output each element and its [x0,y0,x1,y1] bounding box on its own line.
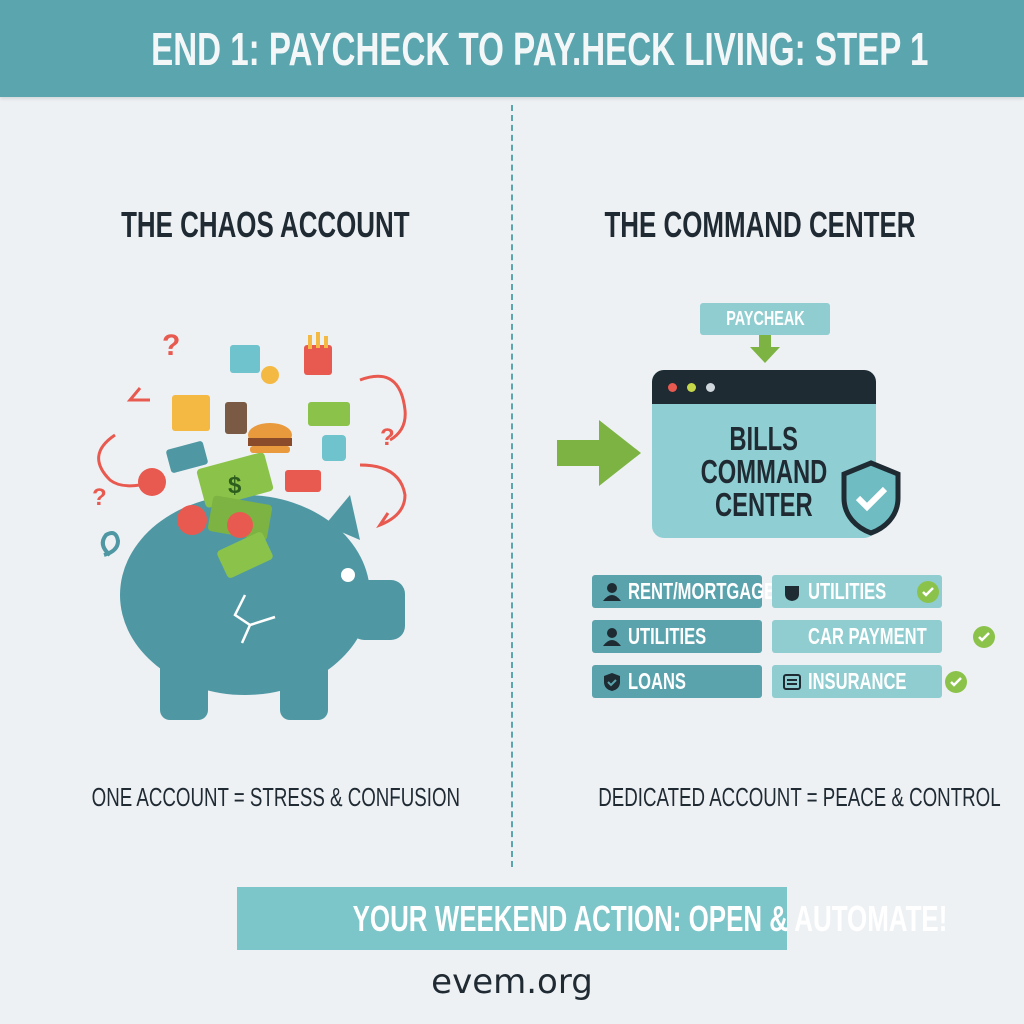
command-caption: DEDICATED ACCOUNT = PEACE & CONTROL [598,782,1001,812]
shield-check-icon [841,460,901,536]
weekend-action-banner: YOUR WEEKEND ACTION: OPEN & AUTOMATE! [237,887,947,950]
chaos-account-heading: THE CHAOS ACCOUNT [120,204,410,245]
chaos-piggy-bank-illustration: $ ? ? ? [92,329,407,720]
window-minimize-dot [687,383,696,392]
bill-row-utilities-checked: UTILITIES [772,575,942,608]
piggy-bank-icon [100,495,405,720]
bill-row-loans: LOANS [592,665,762,698]
window-titlebar [652,370,876,404]
paycheck-label-box: PAYCHEAK [700,303,830,335]
site-url: evem.org [431,962,593,1002]
bill-row-utilities: UTILITIES [592,620,762,653]
document-icon [783,673,801,690]
credit-card-icon [166,441,321,492]
question-mark-icon: ? ? ? [92,329,395,511]
person-headset-icon [603,627,621,646]
check-icon [916,580,939,603]
check-icon [944,670,967,693]
fries-icon [304,332,332,375]
bill-row-rent-mortgage: RENT/MORTGAGE [592,575,775,608]
svg-text:?: ? [92,484,107,511]
coin-icon [138,366,346,538]
window-title: BILLS COMMAND CENTER [700,420,828,523]
burger-icon [248,423,292,453]
command-center-heading: THE COMMAND CENTER [604,204,916,245]
shield-check-icon [604,672,620,691]
bill-row-car-payment: CAR PAYMENT [772,620,995,653]
down-arrow-icon [750,335,780,363]
svg-text:$: $ [228,472,242,499]
badge-icon [785,585,799,601]
bills-command-center-window: BILLS COMMAND CENTER [652,370,876,538]
page-title: END 1: PAYCHECK TO PAY.HECK LIVING: STEP… [151,23,929,75]
bill-row-insurance: INSURANCE [772,665,967,698]
svg-text:?: ? [162,329,180,362]
dashed-divider [511,105,513,867]
window-close-dot [668,383,677,392]
swirl-arrow-icon [97,374,407,529]
header-banner [0,0,1024,97]
window-maximize-dot [706,383,715,392]
person-icon [603,582,621,601]
chaos-caption: ONE ACCOUNT = STRESS & CONFUSION [91,782,461,812]
svg-text:?: ? [380,424,395,451]
check-icon [972,625,995,648]
shopping-bag-icon [172,345,260,431]
right-arrow-icon [557,420,641,486]
coffee-cup-icon [225,402,247,434]
